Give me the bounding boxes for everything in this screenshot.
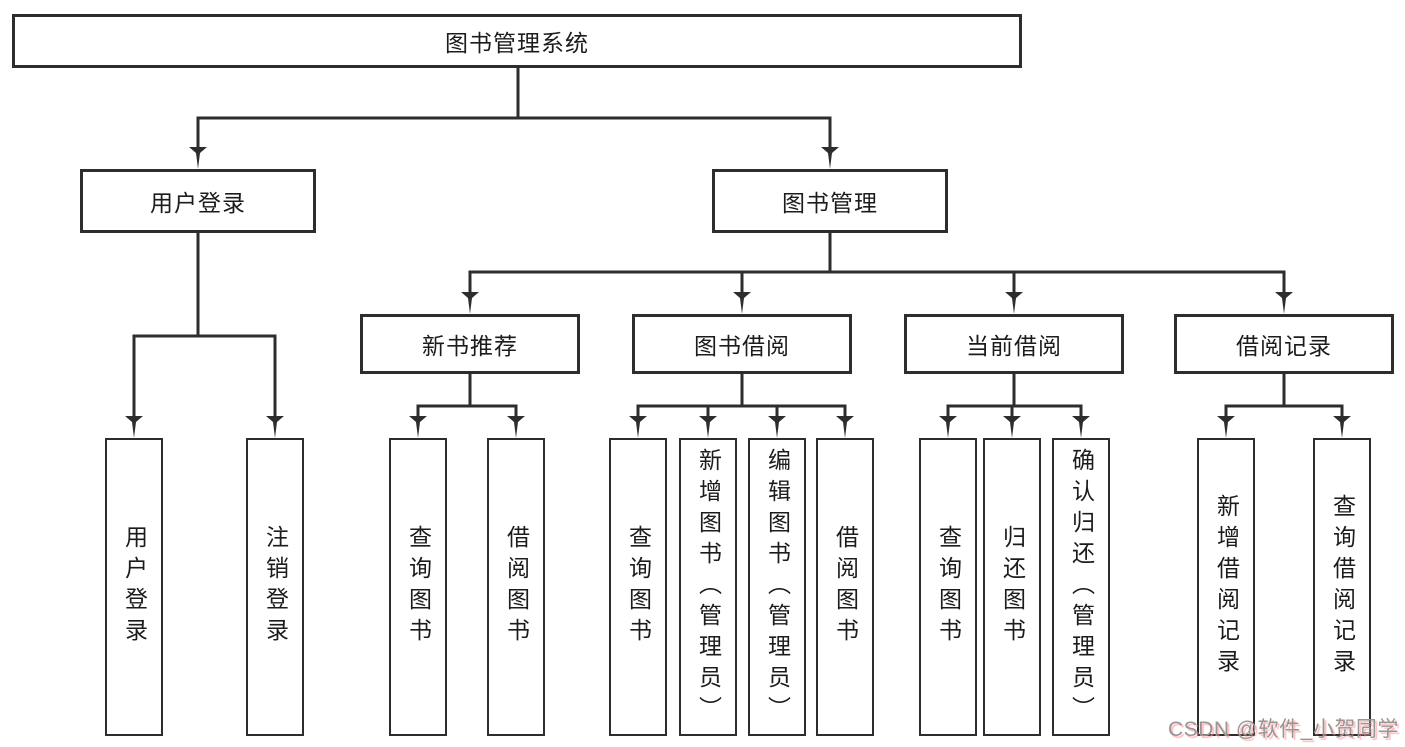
leaf-query-books-recommend: 查询图书 (389, 438, 447, 736)
node-label: 用户登录 (150, 190, 246, 216)
node-user-login: 用户登录 (80, 169, 316, 233)
leaf-confirm-return-admin: 确认归还（管理员） (1052, 438, 1110, 736)
leaf-query-borrow-record: 查询借阅记录 (1313, 438, 1371, 736)
node-borrow-records: 借阅记录 (1174, 314, 1394, 374)
leaf-label: 用户登录 (121, 525, 148, 649)
leaf-query-books-current: 查询图书 (919, 438, 977, 736)
node-label: 借阅记录 (1236, 333, 1332, 359)
csdn-watermark: CSDN @软件_小贺同学 (1168, 718, 1399, 741)
node-book-borrow: 图书借阅 (632, 314, 852, 374)
leaf-borrow-books-recommend: 借阅图书 (487, 438, 545, 736)
leaf-label: 查询图书 (935, 525, 962, 649)
leaf-edit-books-admin: 编辑图书（管理员） (748, 438, 806, 736)
leaf-borrow-books: 借阅图书 (816, 438, 874, 736)
node-label: 图书管理 (782, 190, 878, 216)
leaf-add-books-admin: 新增图书（管理员） (679, 438, 737, 736)
node-new-book-recommend: 新书推荐 (360, 314, 580, 374)
leaf-add-borrow-record: 新增借阅记录 (1197, 438, 1255, 736)
leaf-label: 查询借阅记录 (1329, 494, 1356, 680)
leaf-logout: 注销登录 (246, 438, 304, 736)
node-current-borrow: 当前借阅 (904, 314, 1124, 374)
leaf-label: 查询图书 (405, 525, 432, 649)
leaf-label: 新增图书（管理员） (695, 447, 722, 727)
leaf-label: 查询图书 (625, 525, 652, 649)
leaf-query-books-borrow: 查询图书 (609, 438, 667, 736)
leaf-label: 借阅图书 (503, 525, 530, 649)
node-label: 当前借阅 (966, 333, 1062, 359)
leaf-label: 新增借阅记录 (1213, 494, 1240, 680)
leaf-label: 编辑图书（管理员） (764, 447, 791, 727)
node-book-management: 图书管理 (712, 169, 948, 233)
leaf-label: 确认归还（管理员） (1068, 447, 1095, 727)
leaf-label: 归还图书 (999, 525, 1026, 649)
leaf-return-books: 归还图书 (983, 438, 1041, 736)
node-label: 新书推荐 (422, 333, 518, 359)
leaf-label: 借阅图书 (832, 525, 859, 649)
node-label: 图书管理系统 (445, 30, 589, 56)
leaf-label: 注销登录 (262, 525, 289, 649)
node-library-management-system: 图书管理系统 (12, 14, 1022, 68)
node-label: 图书借阅 (694, 333, 790, 359)
leaf-user-login: 用户登录 (105, 438, 163, 736)
